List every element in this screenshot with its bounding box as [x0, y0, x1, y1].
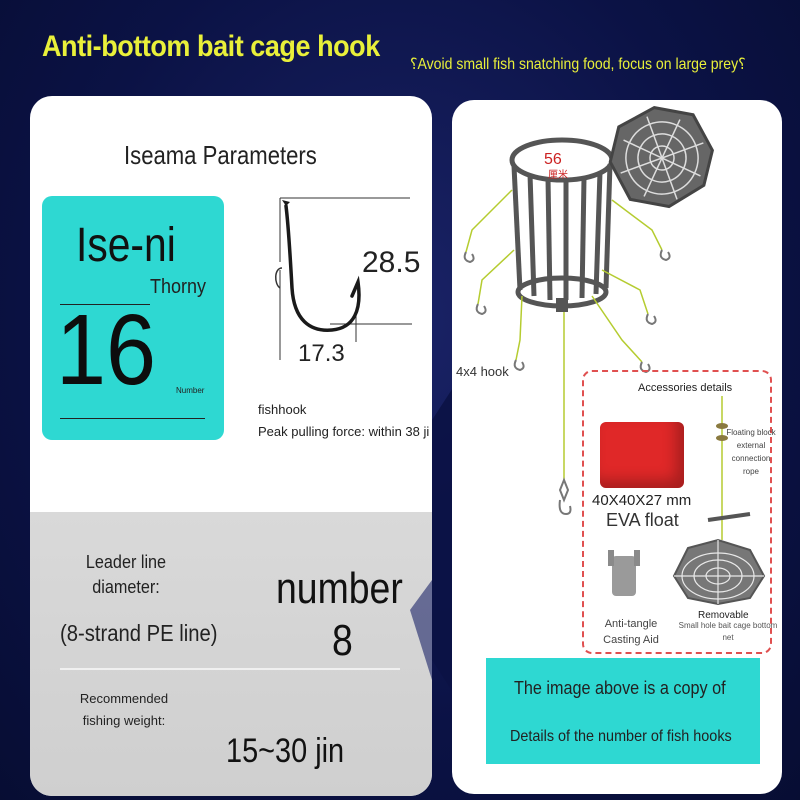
line-number-word: number [276, 564, 403, 613]
hook-caption: fishhook [258, 402, 307, 417]
note-box [486, 658, 760, 764]
hook-count-label: 4x4 hook [456, 364, 509, 379]
hook-model-card: Ise-ni Thorny 16 Number [42, 196, 224, 440]
float-dimensions: 40X40X27 mm [592, 492, 692, 509]
card-divider [60, 418, 205, 419]
note-line-2: Details of the number of fish hooks [510, 728, 732, 745]
eva-float-image [600, 422, 684, 488]
net-sublabel: Small hole bait cage bottom net [678, 621, 778, 642]
rope-label: Floating block external connection rope [726, 428, 776, 476]
page-title: Anti-bottom bait cage hook [42, 30, 380, 63]
pulling-force-caption: Peak pulling force: within 38 ji [258, 424, 430, 439]
card-divider [60, 304, 150, 305]
bait-cage-illustration: 56 厘米 [463, 106, 766, 606]
hook-length: 28.5 [362, 246, 421, 279]
hook-brand: Ise-ni [76, 219, 176, 272]
parameters-title: Iseama Parameters [124, 140, 317, 170]
accessories-box [582, 370, 772, 654]
line-weight-section [30, 512, 432, 796]
leader-line-label: Leader line diameter: [85, 552, 167, 597]
parameters-panel: Iseama Parameters Ise-ni Thorny 16 Numbe… [30, 96, 432, 796]
float-name: EVA float [606, 510, 679, 530]
line-number-value: 8 [332, 616, 353, 665]
cage-size-unit: 厘米 [548, 168, 568, 181]
weight-label: Recommended fishing weight: [79, 691, 169, 728]
hook-number: 16 [56, 294, 157, 406]
accessories-title: Accessories details [638, 382, 733, 394]
line-type-underline [60, 668, 400, 670]
panel-shadow [410, 380, 458, 700]
note-line-1: The image above is a copy of [514, 678, 726, 698]
casting-aid-label: Anti-tangle Casting Aid [603, 618, 659, 646]
hook-width: 17.3 [298, 340, 345, 367]
hook-variant: Thorny [150, 276, 207, 298]
line-type: (8-strand PE line) [60, 620, 218, 646]
cage-size: 56 [544, 151, 562, 168]
net-label: Removable [698, 610, 749, 621]
product-panel: 56 厘米 [452, 100, 782, 794]
hook-diagram [275, 197, 412, 360]
weight-value: 15~30 jin [226, 732, 345, 770]
hook-number-tag: Number [176, 386, 205, 395]
page-subtitle: ⸮Avoid small fish snatching food, focus … [410, 56, 746, 73]
